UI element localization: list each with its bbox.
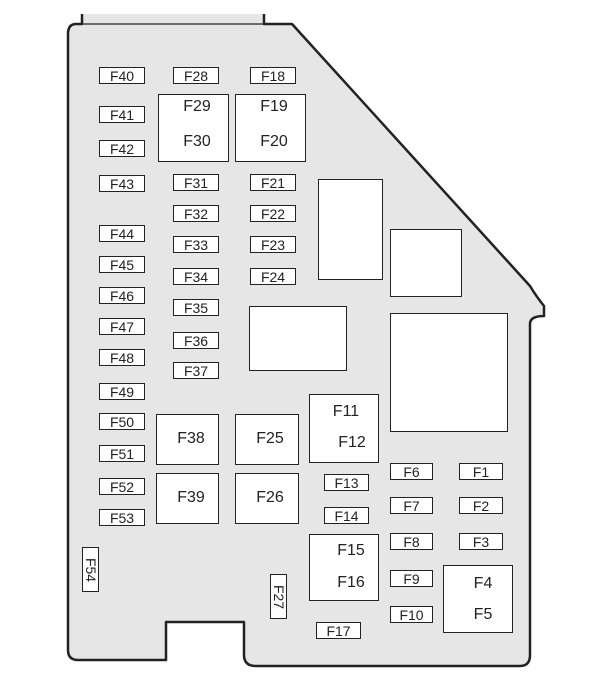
fuse-F49: F49 <box>99 383 145 400</box>
fuse-F23: F23 <box>250 236 296 253</box>
fuse-F48: F48 <box>99 349 145 366</box>
fuse-F54-label: F54 <box>82 557 99 582</box>
blank-slot-3 <box>249 306 347 371</box>
relay-label-F39: F39 <box>177 489 205 506</box>
fuse-F18: F18 <box>250 67 296 84</box>
fuse-F40: F40 <box>99 67 145 84</box>
relay-label-F16: F16 <box>337 574 365 591</box>
fuse-F22: F22 <box>250 205 296 222</box>
relay-F39 <box>156 473 219 524</box>
relay-F15-F16 <box>309 534 379 601</box>
fuse-F14: F14 <box>324 507 369 524</box>
fuse-F51: F51 <box>99 445 145 462</box>
fuse-F27: F27 <box>270 574 287 619</box>
fuse-F43: F43 <box>99 175 145 192</box>
fuse-F52: F52 <box>99 478 145 495</box>
fuse-F46: F46 <box>99 287 145 304</box>
fuse-F35: F35 <box>173 299 219 316</box>
relay-F11-F12 <box>309 394 379 463</box>
fuse-F45: F45 <box>99 256 145 273</box>
relay-label-F30: F30 <box>183 133 211 150</box>
relay-label-F11: F11 <box>332 403 360 420</box>
relay-label-F5: F5 <box>473 606 493 623</box>
relay-label-F25: F25 <box>256 430 284 447</box>
fuse-F37: F37 <box>173 362 219 379</box>
fuse-F21: F21 <box>250 174 296 191</box>
relay-label-F12: F12 <box>338 434 366 451</box>
relay-label-F4: F4 <box>473 575 493 592</box>
fuse-F34: F34 <box>173 268 219 285</box>
blank-slot-4 <box>390 313 508 432</box>
fuse-F17: F17 <box>316 622 361 639</box>
fuse-F3: F3 <box>459 533 503 550</box>
fuse-F44: F44 <box>99 225 145 242</box>
fuse-F8: F8 <box>390 533 433 550</box>
fuse-F50: F50 <box>99 413 145 430</box>
relay-label-F26: F26 <box>256 489 284 506</box>
fuse-F41: F41 <box>99 106 145 123</box>
fuse-F24: F24 <box>250 268 296 285</box>
fuse-F32: F32 <box>173 205 219 222</box>
fuse-F13: F13 <box>324 474 369 491</box>
fuse-F53: F53 <box>99 509 145 526</box>
relay-F25 <box>235 414 299 465</box>
fuse-F28: F28 <box>173 67 219 84</box>
relay-F29-F30 <box>158 94 229 162</box>
relay-F38 <box>156 414 219 465</box>
blank-slot-1 <box>318 179 383 280</box>
fuse-F31: F31 <box>173 174 219 191</box>
blank-slot-2 <box>390 229 462 297</box>
relay-F4-F5 <box>443 565 513 633</box>
fuse-F54: F54 <box>82 547 99 592</box>
fuse-F2: F2 <box>459 497 503 514</box>
fuse-F10: F10 <box>390 606 433 623</box>
fuse-F7: F7 <box>390 497 433 514</box>
fuse-F36: F36 <box>173 332 219 349</box>
fuse-F9: F9 <box>390 570 433 587</box>
relay-label-F19: F19 <box>260 98 288 115</box>
fuse-F6: F6 <box>390 463 433 480</box>
fuse-F27-label: F27 <box>270 584 287 609</box>
relay-F26 <box>235 473 299 524</box>
fuse-F47: F47 <box>99 318 145 335</box>
relay-label-F20: F20 <box>260 133 288 150</box>
relay-label-F38: F38 <box>177 430 205 447</box>
relay-label-F15: F15 <box>337 542 365 559</box>
relay-F19-F20 <box>235 94 306 162</box>
fuse-F33: F33 <box>173 236 219 253</box>
relay-label-F29: F29 <box>183 98 211 115</box>
fuse-F1: F1 <box>459 463 503 480</box>
fuse-F42: F42 <box>99 140 145 157</box>
